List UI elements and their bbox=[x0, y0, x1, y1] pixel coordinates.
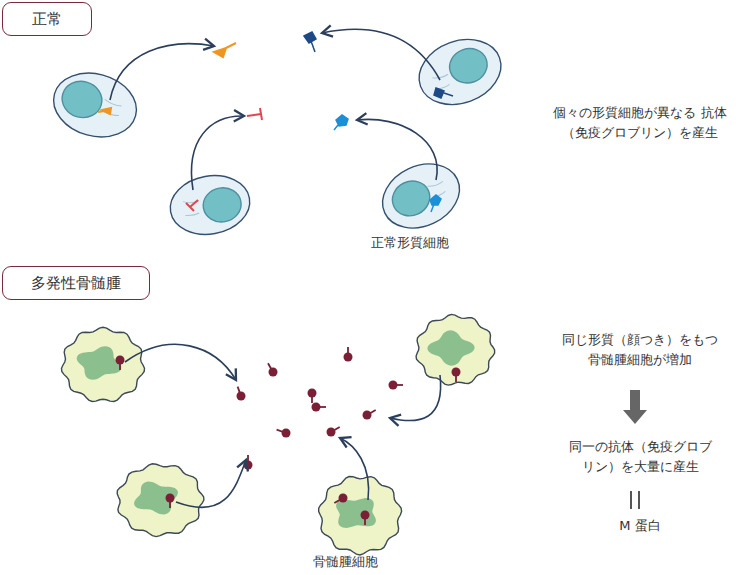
antibody-head bbox=[344, 353, 353, 362]
note-text: 個々の形質細胞が異なる 抗体（免疫グロブリン）を産生 bbox=[540, 103, 736, 143]
secretion-arrow bbox=[110, 29, 440, 190]
myeloma-cell-outline bbox=[117, 464, 204, 537]
antibody-head bbox=[339, 494, 348, 503]
secretion-arrow bbox=[125, 344, 441, 507]
m-protein-antibody bbox=[116, 347, 461, 525]
normal-antibody-in-cell bbox=[98, 88, 453, 212]
normal-plasma-cell bbox=[46, 29, 510, 241]
myeloma-cell-outline bbox=[416, 314, 495, 385]
myeloma-nucleus bbox=[427, 330, 474, 365]
heading-text: 正常 bbox=[32, 10, 62, 28]
antibody-head bbox=[312, 403, 321, 412]
antibody-head bbox=[116, 356, 125, 365]
note-text: M 蛋白 bbox=[590, 516, 690, 536]
myeloma-nucleus bbox=[134, 482, 178, 515]
myeloma-cell-outline bbox=[62, 327, 145, 401]
antibody-head bbox=[308, 389, 317, 398]
antibody-head bbox=[327, 428, 336, 437]
note-text: 同一の抗体（免疫グロブリン）を大量に産生 bbox=[564, 437, 716, 477]
equals-sign bbox=[631, 491, 639, 509]
cell-caption: 正常形質細胞 bbox=[350, 233, 470, 253]
antibody-head bbox=[389, 381, 398, 390]
myeloma-cell-outline bbox=[319, 477, 402, 555]
section-heading-box: 多発性骨髄腫 bbox=[2, 266, 150, 300]
result-arrow bbox=[623, 390, 647, 424]
heading-text: 多発性骨髄腫 bbox=[31, 274, 121, 292]
antibody-head bbox=[282, 429, 291, 438]
antibody-head bbox=[166, 494, 175, 503]
normal-antibody bbox=[214, 32, 348, 130]
section-heading-box: 正常 bbox=[2, 2, 92, 36]
cell-caption: 骨髄腫細胞 bbox=[290, 552, 400, 572]
antibody-head bbox=[452, 368, 461, 377]
myeloma-nucleus bbox=[336, 498, 376, 528]
antibody-head bbox=[237, 392, 246, 401]
note-text: 同じ形質（顔つき）をもつ 骨髄腫細胞が増加 bbox=[545, 330, 735, 370]
antibody-head bbox=[361, 511, 370, 520]
myeloma-nucleus bbox=[77, 346, 122, 379]
antibody-head bbox=[269, 368, 278, 377]
antibody-head bbox=[363, 411, 372, 420]
myeloma-cell bbox=[62, 314, 495, 555]
